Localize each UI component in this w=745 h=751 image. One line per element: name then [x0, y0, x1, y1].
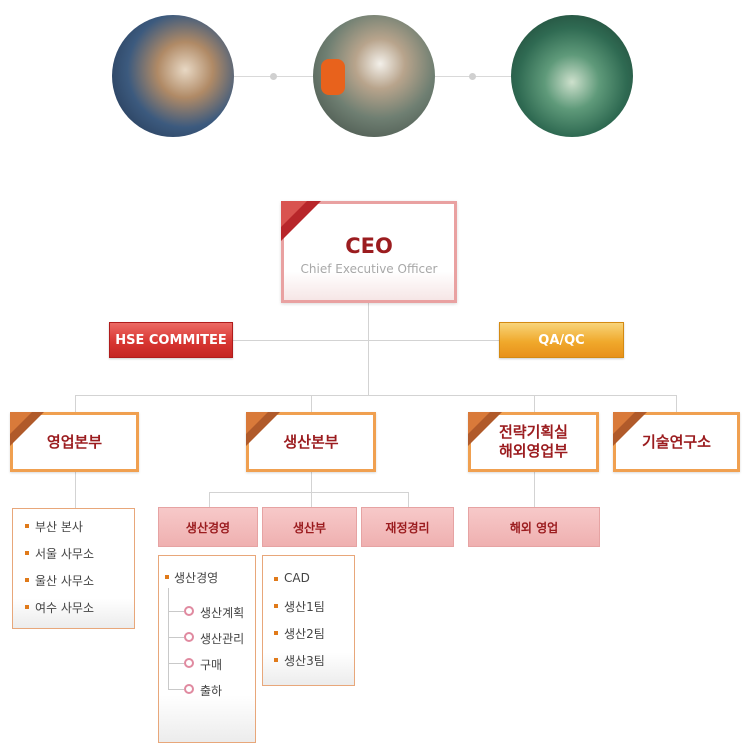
- research-division-box: 기술연구소: [613, 412, 740, 472]
- committee-line: [233, 340, 499, 341]
- office-item-1: 부산 본사: [35, 520, 83, 534]
- office-bullet-3: [25, 578, 29, 582]
- production-bullet-3: [274, 631, 278, 635]
- management-tree-line: [168, 588, 169, 689]
- strategy-label-line2: 해외영업부: [498, 442, 568, 460]
- finance-unit-header: 재정경리: [361, 507, 454, 547]
- office-item-4: 여수 사무소: [35, 601, 95, 615]
- production-item-1: CAD: [284, 571, 310, 585]
- production-bullet-1: [274, 577, 278, 581]
- ceo-corner-ribbon-inner: [281, 201, 307, 227]
- strategy-label-line1: 전략기획실: [498, 423, 568, 441]
- sales-corner-ribbon-inner: [10, 412, 32, 434]
- sales-offices-panel: 부산 본사 서울 사무소 울산 사무소 여수 사무소: [12, 508, 135, 629]
- office-item-2: 서울 사무소: [35, 547, 95, 561]
- management-panel-header: 생산경영: [174, 571, 219, 585]
- photo-connector-dot-1: [270, 73, 277, 80]
- hse-committee-box: HSE COMMITEE: [109, 322, 233, 358]
- research-corner-ribbon-inner: [613, 412, 635, 434]
- management-ring-4: [184, 684, 194, 694]
- office-bullet-2: [25, 551, 29, 555]
- engineer-photo: [313, 15, 435, 137]
- management-drop-line: [209, 492, 210, 507]
- management-ring-2: [184, 632, 194, 642]
- production-division-label: 생산본부: [283, 432, 339, 451]
- production-sub-trunk: [311, 472, 312, 492]
- qa-qc-box: QA/QC: [499, 322, 624, 358]
- management-branch-2: [168, 637, 184, 638]
- finance-drop-line: [408, 492, 409, 507]
- sales-sub-line: [75, 472, 76, 508]
- strategy-drop-line: [534, 395, 535, 412]
- management-item-2: 생산관리: [200, 632, 245, 646]
- production-item-4: 생산3팀: [284, 654, 325, 668]
- production-dept-drop-line: [311, 492, 312, 507]
- strategy-division-label: 전략기획실 해외영업부: [499, 423, 568, 461]
- management-branch-4: [168, 689, 184, 690]
- photo-connector-dot-2: [469, 73, 476, 80]
- office-bullet-4: [25, 605, 29, 609]
- management-item-1: 생산계획: [200, 606, 245, 620]
- ceo-box: CEO Chief Executive Officer: [281, 201, 457, 303]
- overseas-sales-header: 해외 영업: [468, 507, 600, 547]
- division-bus-line: [75, 395, 676, 396]
- production-bullet-2: [274, 604, 278, 608]
- management-item-3: 구매: [200, 658, 223, 672]
- management-ring-1: [184, 606, 194, 616]
- management-item-4: 출하: [200, 684, 223, 698]
- strategy-corner-ribbon-inner: [468, 412, 490, 434]
- management-branch-1: [168, 611, 184, 612]
- ceo-subtitle: Chief Executive Officer: [300, 262, 438, 276]
- production-drop-line: [311, 395, 312, 412]
- ceo-trunk-line: [368, 303, 369, 395]
- management-panel: 생산경영 생산계획 생산관리 구매 출하: [158, 555, 256, 743]
- management-branch-3: [168, 663, 184, 664]
- office-item-3: 울산 사무소: [35, 574, 95, 588]
- sales-division-label: 영업본부: [46, 432, 103, 451]
- production-item-3: 생산2팀: [284, 627, 325, 641]
- production-dept-header: 생산부: [262, 507, 357, 547]
- sales-drop-line: [75, 395, 76, 412]
- management-unit-header: 생산경영: [158, 507, 258, 547]
- factory-photo: [511, 15, 633, 137]
- strategy-division-box: 전략기획실 해외영업부: [468, 412, 599, 472]
- research-division-label: 기술연구소: [641, 432, 711, 451]
- production-item-2: 생산1팀: [284, 600, 325, 614]
- ceo-title: CEO: [345, 234, 393, 258]
- craftsman-photo: [112, 15, 234, 137]
- office-bullet-1: [25, 524, 29, 528]
- production-dept-panel: CAD 생산1팀 생산2팀 생산3팀: [262, 555, 355, 686]
- strategy-sub-line: [534, 472, 535, 507]
- management-header-bullet: [165, 575, 169, 579]
- sales-division-box: 영업본부: [10, 412, 139, 472]
- production-sub-bus: [209, 492, 409, 493]
- production-corner-ribbon-inner: [246, 412, 268, 434]
- research-drop-line: [676, 395, 677, 412]
- production-division-box: 생산본부: [246, 412, 376, 472]
- management-ring-3: [184, 658, 194, 668]
- production-bullet-4: [274, 658, 278, 662]
